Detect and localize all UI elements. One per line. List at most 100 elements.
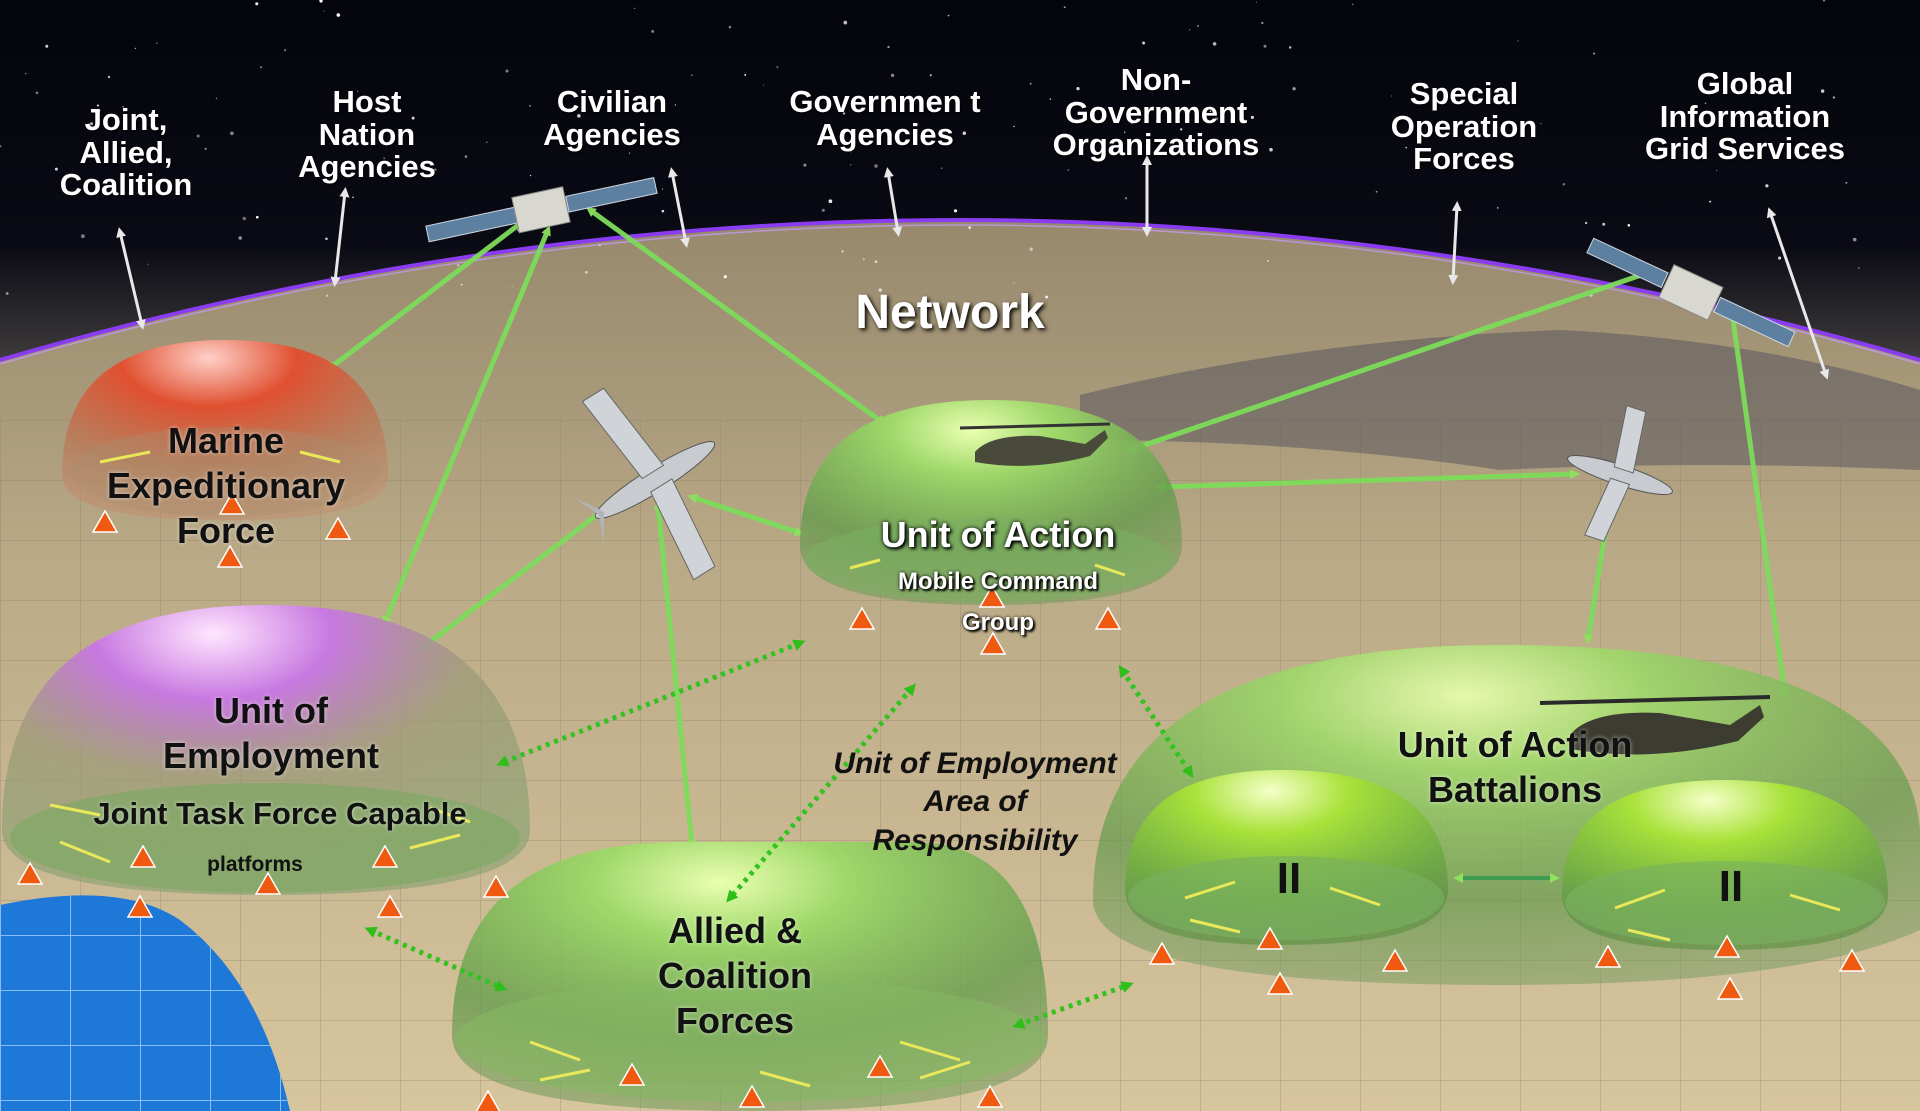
star [1497,207,1499,209]
network-title: Network [800,288,1100,338]
star [874,164,878,168]
star [230,131,234,135]
star [1352,4,1353,5]
star [256,216,259,219]
star [941,168,942,169]
label-unit-of-action-battalions: Unit of Action Battalions [1380,722,1650,812]
star [512,286,513,287]
star [651,30,654,33]
star [1125,197,1127,199]
star [875,260,878,263]
star [135,48,136,49]
star [1602,223,1605,226]
label-government-agencies: Governmen t Agencies [780,86,990,151]
star [1013,126,1014,127]
battalion-marker-right: II [1706,864,1756,910]
label-global-information-grid-services: Global Information Grid Services [1640,68,1850,166]
star [891,74,894,77]
star [954,209,957,212]
label-mobile-command-group: Mobile Command Group [880,562,1116,644]
label-civilian-agencies: Civilian Agencies [522,86,702,151]
star [238,236,242,240]
label-host-nation-agencies: Host Nation Agencies [282,86,452,184]
star [1845,182,1847,184]
star [1585,222,1587,224]
star [284,49,286,51]
star [530,175,531,176]
star [336,13,340,17]
star [863,258,865,260]
star [255,2,258,5]
label-special-operation-forces: Special Operation Forces [1372,78,1556,176]
star [81,234,85,238]
star [1628,224,1631,227]
star [108,76,110,78]
star [662,210,665,213]
star [829,199,833,203]
star [1778,257,1781,260]
label-non-government-organizations: Non-Government Organizations [1036,64,1276,162]
star [948,15,950,17]
star [634,8,635,9]
star [1593,53,1595,55]
label-unit-of-action: Unit of Action [855,516,1141,554]
star [1030,248,1033,251]
star [6,292,9,295]
star [744,74,746,76]
star [803,164,806,167]
star [1709,201,1711,203]
star [843,21,847,25]
star [36,92,39,95]
star [1264,45,1267,48]
star [1267,260,1269,262]
star [822,209,825,212]
label-joint-task-force-capable: Joint Task Force Capable [60,798,500,831]
label-uoe-area-of-responsibility: Unit of Employment Area of Responsibilit… [830,745,1120,860]
star [776,66,778,68]
star [930,74,932,76]
star [841,250,843,252]
star [1289,46,1292,49]
star [1261,22,1263,24]
star [1068,169,1069,170]
star [457,264,459,266]
label-allied-coalition-forces: Allied & Coalition Forces [642,908,828,1043]
star [352,196,354,198]
star [156,42,157,43]
star [25,73,26,74]
star [216,98,217,99]
star [1030,83,1032,85]
star [1213,42,1217,46]
star [1013,282,1014,283]
star [1292,87,1295,90]
star [260,66,262,68]
star [147,264,148,265]
star [565,299,566,300]
star [1563,183,1566,186]
star [486,142,487,143]
battalion-marker-left: II [1264,856,1314,902]
star [729,26,731,28]
star [763,85,764,86]
star [45,45,48,48]
star [1376,191,1378,193]
star [1853,238,1857,242]
star [585,271,588,274]
star [887,46,889,48]
star [724,275,727,278]
star [243,217,246,220]
star [505,69,508,72]
star [968,226,971,229]
label-unit-of-employment: Unit of Employment [130,688,412,778]
star [1142,42,1145,45]
star [1716,170,1717,171]
star [1064,6,1066,8]
star [323,11,324,12]
star [691,74,693,76]
label-marine-expeditionary-force: Marine Expeditionary Force [90,418,362,553]
star [1256,2,1257,3]
star [850,164,851,165]
label-platforms: platforms [190,854,320,876]
star [461,284,463,286]
